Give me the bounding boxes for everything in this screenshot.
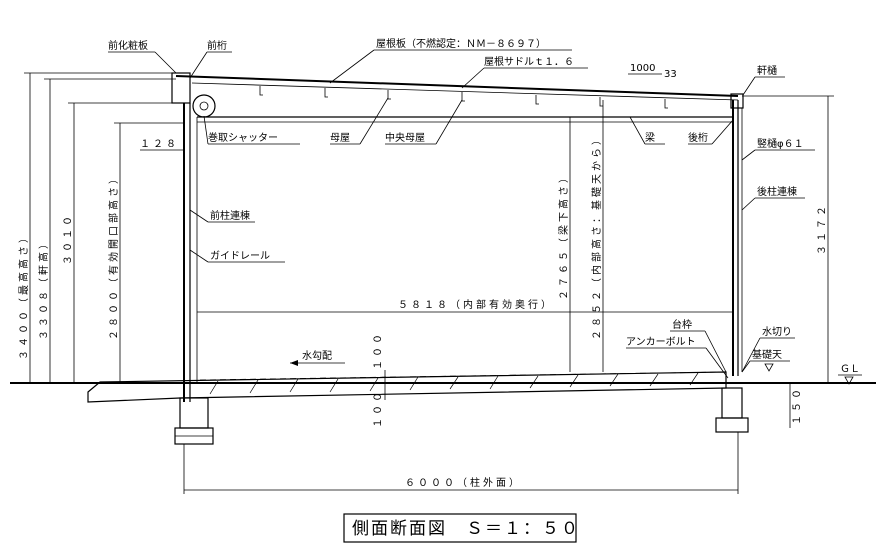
eaves-gutter-box xyxy=(730,93,744,109)
label-rear-post: 後柱連棟 xyxy=(757,185,797,198)
leader-lines xyxy=(108,49,862,379)
front-post xyxy=(183,103,198,402)
label-roof-saddle: 屋根サドルｔ１．６ xyxy=(484,55,574,68)
label-purlin: 母屋 xyxy=(330,132,350,144)
dim-inner-height: ２８５２（内部高さ：基礎天から） xyxy=(590,132,603,340)
label-center-purlin: 中央母屋 xyxy=(385,131,425,144)
label-front-post: 前柱連棟 xyxy=(210,209,250,222)
label-downpipe: 竪樋φ６１ xyxy=(757,137,804,150)
dim-slab-top: １００ xyxy=(373,331,384,370)
dim-opening-height: ２８００（有効開口部高さ） xyxy=(107,171,120,340)
rear-footing xyxy=(715,387,749,433)
dim-beam-under: ２７６５（梁下高さ） xyxy=(557,170,570,300)
label-front-girder: 前桁 xyxy=(207,39,227,52)
label-gl: ＧＬ xyxy=(840,364,860,375)
label-beam: 梁 xyxy=(645,131,655,144)
dim-3172: ３１７２ xyxy=(817,203,828,255)
dim-3010: ３０１０ xyxy=(63,213,74,265)
label-anchor-bolt: アンカーボルト xyxy=(626,336,696,348)
label-guide-rail: ガイドレール xyxy=(210,250,270,262)
dim-max-height: ３４００（最高高さ） xyxy=(17,230,30,360)
dim-slab-bottom: １００ xyxy=(373,389,384,428)
dim-150: １５０ xyxy=(792,386,803,425)
label-water-slope: 水勾配 xyxy=(302,349,332,362)
front-footing xyxy=(174,397,214,445)
roof xyxy=(171,72,744,118)
rear-post xyxy=(732,100,743,376)
label-rear-girder: 後桁 xyxy=(688,131,708,144)
purlins xyxy=(259,86,668,109)
dim-128: １２８ xyxy=(140,139,179,150)
dim-inner-depth: ５８１８（内部有効奥行） xyxy=(398,298,554,311)
dim-eaves-height: ３３０８（軒高） xyxy=(37,236,50,340)
label-slope-numerator: 1000 xyxy=(630,63,655,74)
label-roof-plate: 屋根板（不燃認定：ＮＭ－８６９７） xyxy=(376,37,546,50)
front-fascia-box xyxy=(171,72,191,104)
label-eaves-gutter: 軒樋 xyxy=(757,64,777,77)
gl-level-marker xyxy=(844,376,854,385)
dim-post-span: ６０００（柱外面） xyxy=(405,476,522,489)
roof-underside-line xyxy=(191,82,739,101)
label-water-cut: 水切り xyxy=(762,326,792,338)
title-box xyxy=(343,513,577,543)
label-foundation-top: 基礎天 xyxy=(752,348,782,361)
roof-plate-line xyxy=(175,75,739,97)
label-shutter: 巻取シャッター xyxy=(208,132,278,144)
dimension-lines xyxy=(24,72,834,494)
shutter-roll xyxy=(192,94,216,118)
foundation-level-marker xyxy=(764,363,774,372)
label-base-frame: 台枠 xyxy=(672,318,692,331)
arrow-head-icon xyxy=(290,360,298,366)
drawing-title: 側面断面図 Ｓ＝１：５０ xyxy=(352,519,580,539)
label-slope-denominator: 33 xyxy=(664,69,677,80)
label-front-fascia: 前化粧板 xyxy=(108,39,148,52)
